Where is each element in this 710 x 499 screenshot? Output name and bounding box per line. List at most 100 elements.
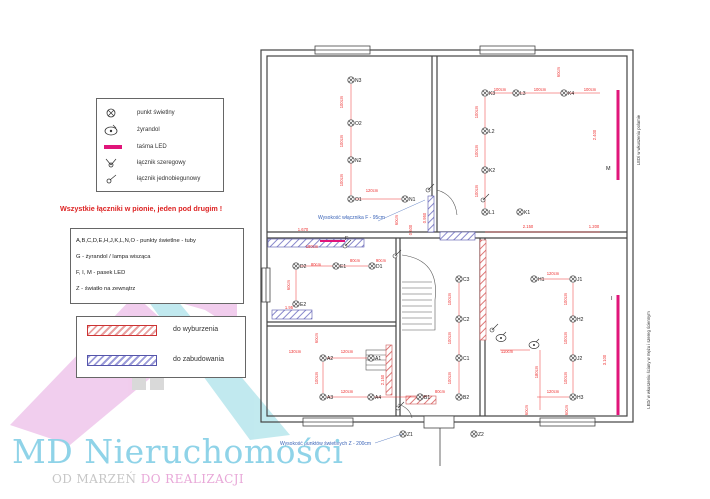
dimension-label: 100cm [339,134,344,147]
light-point: H2 [569,315,584,323]
light-point-label: J1 [577,277,583,283]
dimension-label: 100cm [474,105,479,118]
dimension-label: 100cm [447,371,452,384]
brand-name: MD Nieruchomości [12,432,344,471]
light-point: C1 [455,354,470,362]
series-switch-icon [105,158,117,168]
dimension-label: 120cm [341,349,354,354]
light-point: E2 [292,300,306,308]
light-point-label: E1 [340,264,346,270]
light-point-label: C3 [463,277,470,283]
led-tapes [320,90,620,415]
light-point: N2 [347,156,362,164]
note-leader-switch [377,199,426,222]
light-point-label: E2 [300,302,306,308]
dimension-label: 100cm [563,331,568,344]
light-point-label: N1 [409,197,416,203]
demolish-label: do wyburzenia [173,326,219,333]
staircase [365,189,458,419]
light-point-label: N3 [355,78,362,84]
legend-row-led: taśma LED [103,143,167,151]
legend-label: żyrandol [137,127,160,133]
light-point-label: L2 [489,129,495,135]
light-point-label: A4 [375,395,381,401]
dimension-label: 1.670 [298,227,309,232]
light-point: Z2 [470,430,484,438]
light-point: B1 [416,393,430,401]
light-point: H3 [569,393,584,401]
dimension-label: 100cm [474,184,479,197]
led-label: F [345,236,349,242]
dimension-label: 80cm [311,262,322,267]
light-point: L2 [481,127,495,135]
light-point-label: N2 [355,158,362,164]
code-line: F, I, M - pasek LED [76,270,126,276]
chandelier-icon [528,338,540,349]
code-line: Z - światło na zewnątrz [76,286,136,292]
light-point-label: C1 [463,356,470,362]
legend-label: łącznik szeregowy [137,160,186,166]
legend-box: punkt świetlny żyrandol taśma LED łączni… [96,98,224,192]
chandelier-icon [495,331,507,342]
dimension-label: 3.100 [602,354,607,365]
light-point: O1 [347,195,362,203]
legend-label: punkt świetlny [137,110,175,116]
dimension-label: 80cm [350,258,361,263]
side-label: LED/ w wkuszeniu ściany w mężu i szereg … [646,311,651,409]
light-point-label: J2 [577,356,583,362]
switches [342,183,499,411]
legend-label: łącznik jednobiegunowy [137,176,201,182]
dimension-label: 120cm [341,389,354,394]
led-label: I [611,296,613,302]
dimension-label: 100cm [494,87,507,92]
switch-height-note: Wysokość włącznika F - 95cm [318,215,385,221]
legend-row-light: punkt świetlny [103,107,175,119]
dimension-label: 100cm [339,173,344,186]
dimension-label: 60cm [314,332,319,343]
light-point-label: A3 [327,395,333,401]
light-point: J1 [569,275,583,283]
dimension-label: 1.95 [285,305,294,310]
light-point: K4 [560,89,574,97]
dimension-label: 60cm [524,404,529,415]
dimension-label: 2.400 [592,129,597,140]
light-point-label: Z2 [478,432,484,438]
brand-tagline: OD MARZEŃ DO REALIZACJI [52,472,244,486]
light-point-icon [106,108,116,118]
light-point-label: K3 [489,91,495,97]
dimension-label: 60cm [564,404,569,415]
dimension-label: 100cm [339,95,344,108]
legend-row-series-switch: łącznik szeregowy [103,157,186,169]
side-label: LED/ w wkuszeniu polarnie [636,114,641,165]
light-point: J2 [569,354,583,362]
demolish-swatch [87,325,157,336]
dimension-label: 2.150 [380,374,385,385]
dimension-label: 130cm [289,349,302,354]
dimension-label: 1.200 [589,224,600,229]
light-point: A1 [367,354,381,362]
dimension-label: 60cm [394,214,399,225]
dimension-label: 120cm [366,188,379,193]
legend-label: taśma LED [137,144,167,150]
dimension-label: 100cm [584,87,597,92]
outdoor-height-note: Wysokość punktów świetlnych Z - 200cm [280,441,372,447]
dimension-label: 120cm [547,389,560,394]
dimension-labels-layer: 100cm 100cm 100cm 120cm 100cm 100cm 100cm 60cm 1… [285,66,651,415]
light-point-label: Z1 [407,432,413,438]
tagline-part-b: DO REALIZACJI [140,472,245,486]
dimension-label: 60cm [556,66,561,77]
light-point: C2 [455,315,470,323]
single-switch-icon [106,174,117,184]
code-line: G - żyrandol / lampa wisząca [76,254,151,260]
dimension-label: 100cm [314,371,319,384]
note-leader-outdoor [374,433,403,444]
light-point-label: B2 [463,395,469,401]
light-point: K3 [481,89,495,97]
light-point: K2 [481,166,495,174]
light-point-label: O2 [355,121,362,127]
code-line: A,B,C,D,E,H,J,K,L,N,O - punkty świetlne … [76,238,196,244]
light-point-label: A2 [327,356,333,362]
hatch-legend: do wyburzenia do zabudowania [76,316,246,378]
dimension-label: 100cm [474,144,479,157]
dimension-label: 0.950 [422,212,427,223]
